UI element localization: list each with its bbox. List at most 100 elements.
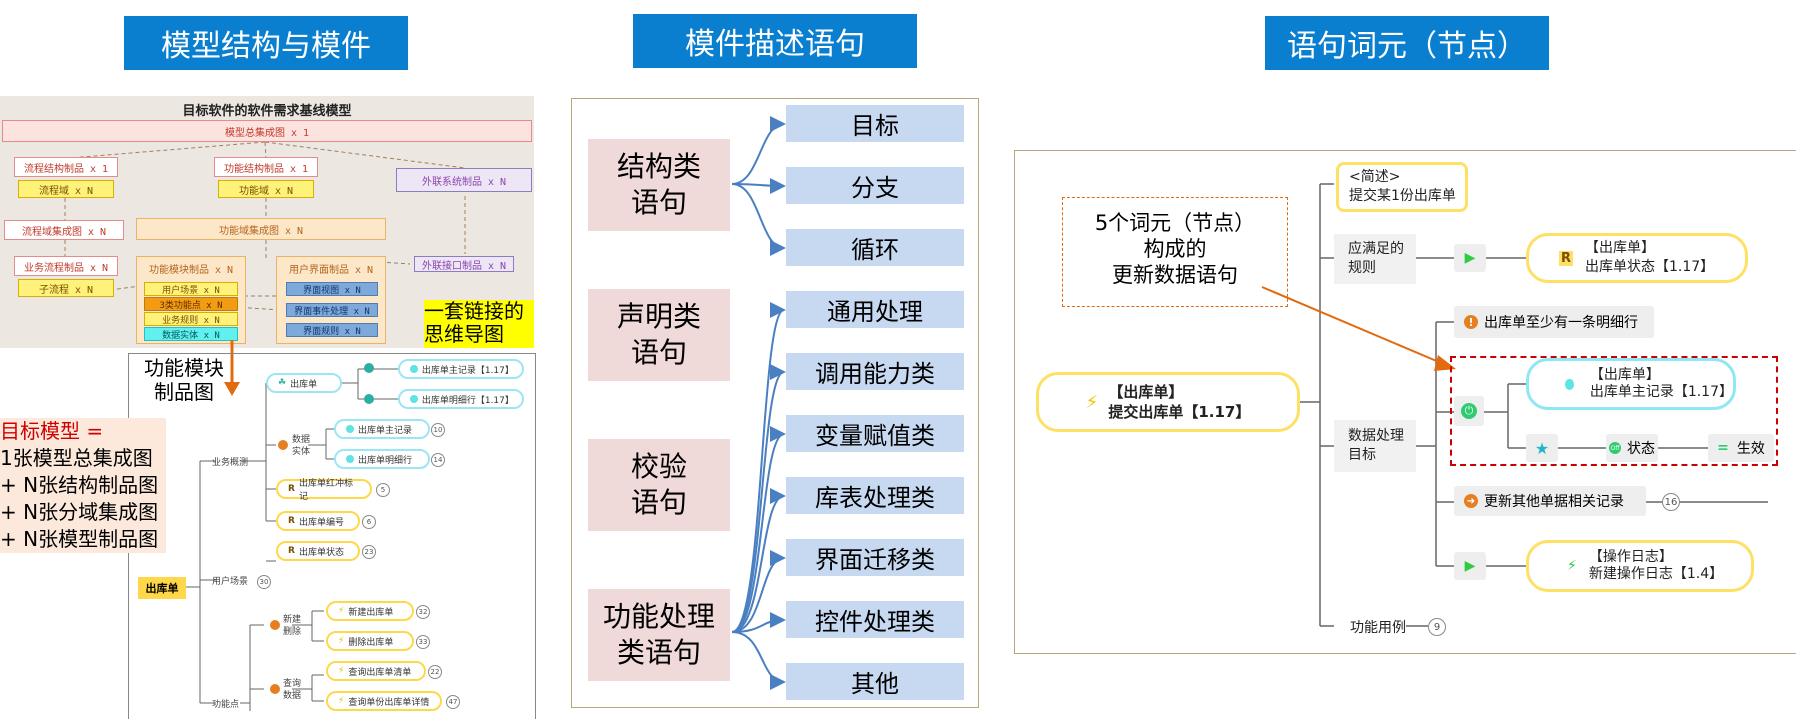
- ui-view-box: 界面视图 x N: [286, 282, 378, 296]
- mm-count-10: 10: [431, 423, 445, 437]
- rules-label: 应满足的 规则: [1348, 241, 1404, 276]
- count-9: 9: [1428, 618, 1446, 636]
- mindmap-note: 一套链接的 思维导图: [424, 300, 534, 348]
- module-caption: 功能模块 制品图: [144, 356, 224, 404]
- main-record-label: 【出库单】 出库单主记录【1.17】: [1589, 367, 1733, 400]
- category-structure: 结构类 语句: [588, 139, 730, 231]
- mm-count-5: 5: [376, 483, 390, 497]
- info-icon: !: [1464, 315, 1478, 329]
- element-tree-lines: [1300, 183, 1768, 627]
- mm-qlist-node: ⚡查询出库单清单: [326, 661, 426, 681]
- target-label: 数据处理 目标: [1348, 428, 1404, 463]
- header-statement: 模件描述语句: [633, 14, 917, 68]
- mm-ck-detail-label: 出库单明细行【1.17】: [421, 395, 514, 406]
- play-icon: ▶: [1464, 250, 1476, 266]
- mm-d-main-node: 出库单主记录: [334, 419, 430, 439]
- mm-g-icon-2: [364, 394, 374, 404]
- sub-flow-box: 子流程 x N: [18, 279, 114, 297]
- ext-system-box: 外联系统制品 x N: [396, 168, 532, 192]
- mm-root-node: 出库单: [138, 577, 186, 599]
- mm-qdetail-node: ⚡查询单份出库单详情: [326, 691, 442, 711]
- element-panel: [1014, 150, 1796, 654]
- update-other-label: 更新其他单据相关记录: [1484, 494, 1624, 510]
- mm-del-label: 删除出库单: [348, 637, 394, 648]
- ext-interface-box: 外联接口制品 x N: [414, 256, 514, 272]
- log-node: ⚡ 【操作日志】 新建操作日志【1.4】: [1526, 540, 1754, 592]
- equation-line-2: + N张结构制品图: [0, 473, 159, 497]
- mm-ck-main-node: 出库单主记录【1.17】: [398, 359, 524, 379]
- ui-event-box: 界面事件处理 x N: [286, 303, 378, 317]
- root-node: ⚡ 【出库单】 提交出库单【1.17】: [1036, 372, 1300, 432]
- r-icon: R: [1559, 250, 1574, 266]
- equation-line-1: 1张模型总集成图: [0, 446, 153, 470]
- brief-node: <简述> 提交某1份出库单: [1336, 162, 1468, 212]
- mm-newdel-label: 新建 删除: [283, 615, 302, 637]
- item-table: 库表处理类: [786, 477, 964, 514]
- func-domain-box: 功能域 x N: [218, 180, 314, 198]
- cluster-icon: ☘: [278, 378, 287, 388]
- equation-line-4: + N张模型制品图: [0, 527, 159, 551]
- mm-qdetail-label: 查询单份出库单详情: [348, 697, 430, 708]
- mm-d-detail-label: 出库单明细行: [358, 455, 413, 466]
- rule-node: R 【出库单】 出库单状态【1.17】: [1526, 233, 1748, 283]
- flow-structure-box: 流程结构制品 x 1: [14, 157, 118, 177]
- item-loop: 循环: [786, 229, 964, 266]
- mm-biz-label: 业务概测: [212, 458, 249, 468]
- mm-ck-detail-node: 出库单明细行【1.17】: [398, 389, 524, 409]
- rules-block: [1334, 234, 1416, 284]
- mm-query-icon: [270, 684, 280, 694]
- mm-count-47: 47: [446, 695, 460, 709]
- log-label: 【操作日志】 新建操作日志【1.4】: [1588, 549, 1724, 582]
- effective-label: 生效: [1736, 441, 1765, 457]
- mm-del-node: ⚡删除出库单: [326, 631, 414, 651]
- category-function: 功能处理 类语句: [588, 589, 730, 681]
- flow-domain-box: 流程域 x N: [18, 180, 114, 198]
- module-arrow: [224, 340, 240, 396]
- mm-d-detail-node: 出库单明细行: [334, 449, 430, 469]
- item-other: 其他: [786, 663, 964, 700]
- rules-play-chip: ▶: [1454, 244, 1486, 272]
- warn-label: 出库单至少有一条明细行: [1484, 315, 1638, 331]
- mm-ck-label: 出库单: [290, 379, 318, 390]
- mm-d-main-label: 出库单主记录: [358, 425, 413, 436]
- record-dot-icon: [1565, 378, 1574, 390]
- item-invoke: 调用能力类: [786, 353, 964, 390]
- mm-new-node: ⚡新建出库单: [326, 601, 414, 621]
- statement-curves: [731, 116, 786, 690]
- play-icon-2: ▶: [1464, 558, 1476, 574]
- mm-g-icon-1: [364, 363, 374, 373]
- effective-chip: = 生效: [1708, 434, 1774, 462]
- item-general: 通用处理: [786, 291, 964, 328]
- func-structure-box: 功能结构制品 x 1: [214, 157, 318, 177]
- star-chip: ★: [1526, 434, 1558, 462]
- equals-icon: =: [1717, 440, 1729, 456]
- count-16: 16: [1662, 493, 1680, 511]
- annotation-arrow: [1261, 286, 1456, 371]
- ui-rule-box: 界面规则 x N: [286, 323, 378, 337]
- arrow-right-icon: ➜: [1464, 494, 1478, 508]
- mm-count-23: 23: [362, 545, 376, 559]
- power-chip: ⏻: [1454, 396, 1484, 426]
- mm-ck-node: ☘出库单: [266, 373, 342, 393]
- category-declaration: 声明类 语句: [588, 289, 730, 381]
- main-record-node: 【出库单】 出库单主记录【1.17】: [1526, 358, 1736, 410]
- biz-rule-box: 业务规则 x N: [144, 312, 238, 326]
- warn-node: ! 出库单至少有一条明细行: [1454, 306, 1654, 338]
- flow-domain-int-box: 流程域集成图 x N: [4, 220, 124, 240]
- mm-status-label: 出库单状态: [298, 547, 344, 558]
- data-entity-box: 数据实体 x N: [144, 327, 238, 341]
- mm-ck-main-label: 出库单主记录【1.17】: [421, 365, 514, 376]
- item-navigate: 界面迁移类: [786, 539, 964, 576]
- mm-count-32: 32: [416, 605, 430, 619]
- state-label: 状态: [1627, 441, 1655, 457]
- header-structure: 模型结构与模件: [124, 16, 408, 70]
- lightning-icon: ⚡: [1085, 391, 1099, 413]
- mm-newdel-icon: [270, 620, 280, 630]
- biz-flow-box: 业务流程制品 x N: [14, 256, 118, 276]
- mm-qlist-label: 查询出库单清单: [348, 667, 412, 678]
- usecase-label: 功能用例: [1350, 620, 1406, 636]
- func-domain-int-box: 功能域集成图 x N: [136, 218, 386, 240]
